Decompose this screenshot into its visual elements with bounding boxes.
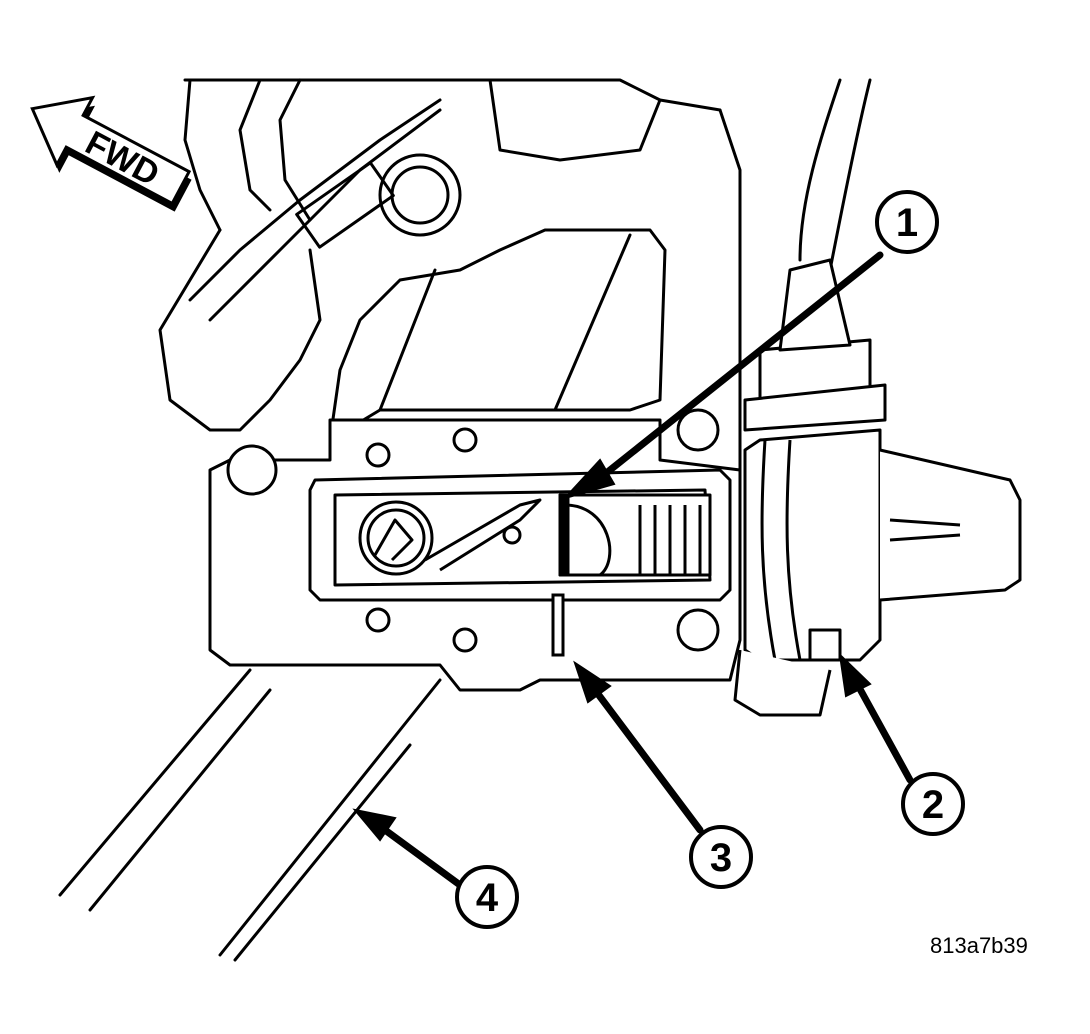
callout-2: 2 <box>901 772 965 836</box>
mount-plate <box>208 408 742 692</box>
callout-1: 1 <box>875 190 939 254</box>
leader-arrows <box>352 251 914 889</box>
callout-2-label: 2 <box>922 783 944 827</box>
pedal-bracket <box>58 78 872 962</box>
callout-3-label: 3 <box>710 836 732 880</box>
callout-1-label: 1 <box>896 201 918 245</box>
callout-4-label: 4 <box>476 876 499 920</box>
brake-lamp-switch <box>733 258 1022 717</box>
figure-id: 813a7b39 <box>930 933 1028 958</box>
forward-arrow-icon: FWD <box>30 95 192 212</box>
callout-4: 4 <box>455 865 519 929</box>
index-mark <box>551 593 565 657</box>
callout-3: 3 <box>689 825 753 889</box>
